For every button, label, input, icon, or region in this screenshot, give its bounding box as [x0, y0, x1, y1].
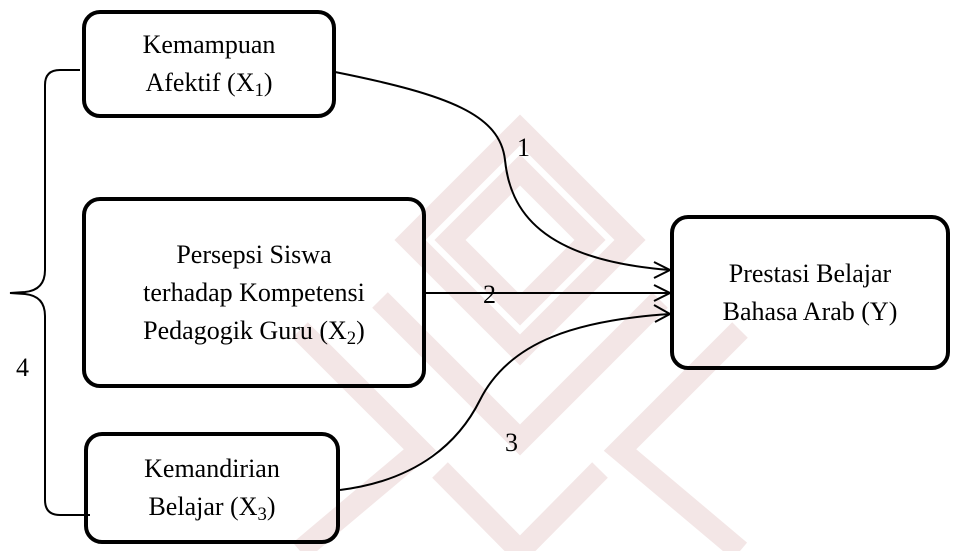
node-x3-line1: Kemandirian [144, 454, 280, 483]
node-x1-line1: Kemampuan [142, 30, 276, 59]
node-y-line1: Prestasi Belajar [728, 258, 892, 288]
node-x3: Kemandirian Belajar (X3) [84, 432, 340, 544]
path-label-1: 1 [517, 133, 530, 162]
node-x3-line2: Belajar (X3) [148, 492, 276, 526]
path-label-4: 4 [16, 353, 29, 382]
arrow-x1-to-y [334, 71, 671, 271]
node-y-line2: Bahasa Arab (Y) [722, 296, 898, 326]
node-x2-line3: Pedagogik Guru (X2) [143, 315, 365, 349]
node-y: Prestasi Belajar Bahasa Arab (Y) [670, 215, 950, 370]
node-x2-line2: terhadap Kompetensi [143, 277, 365, 307]
path-label-2: 2 [483, 280, 496, 309]
arrow-x3-to-y [339, 313, 671, 491]
arrowhead-3 [653, 304, 673, 323]
node-x2-line1: Persepsi Siswa [176, 239, 332, 269]
node-x1: Kemampuan Afektif (X1) [82, 10, 336, 118]
path-label-3: 3 [505, 428, 518, 457]
node-x2: Persepsi Siswa terhadap Kompetensi Pedag… [82, 197, 426, 388]
bracket-4 [9, 69, 90, 516]
node-x1-line2: Afektif (X1) [145, 68, 273, 102]
